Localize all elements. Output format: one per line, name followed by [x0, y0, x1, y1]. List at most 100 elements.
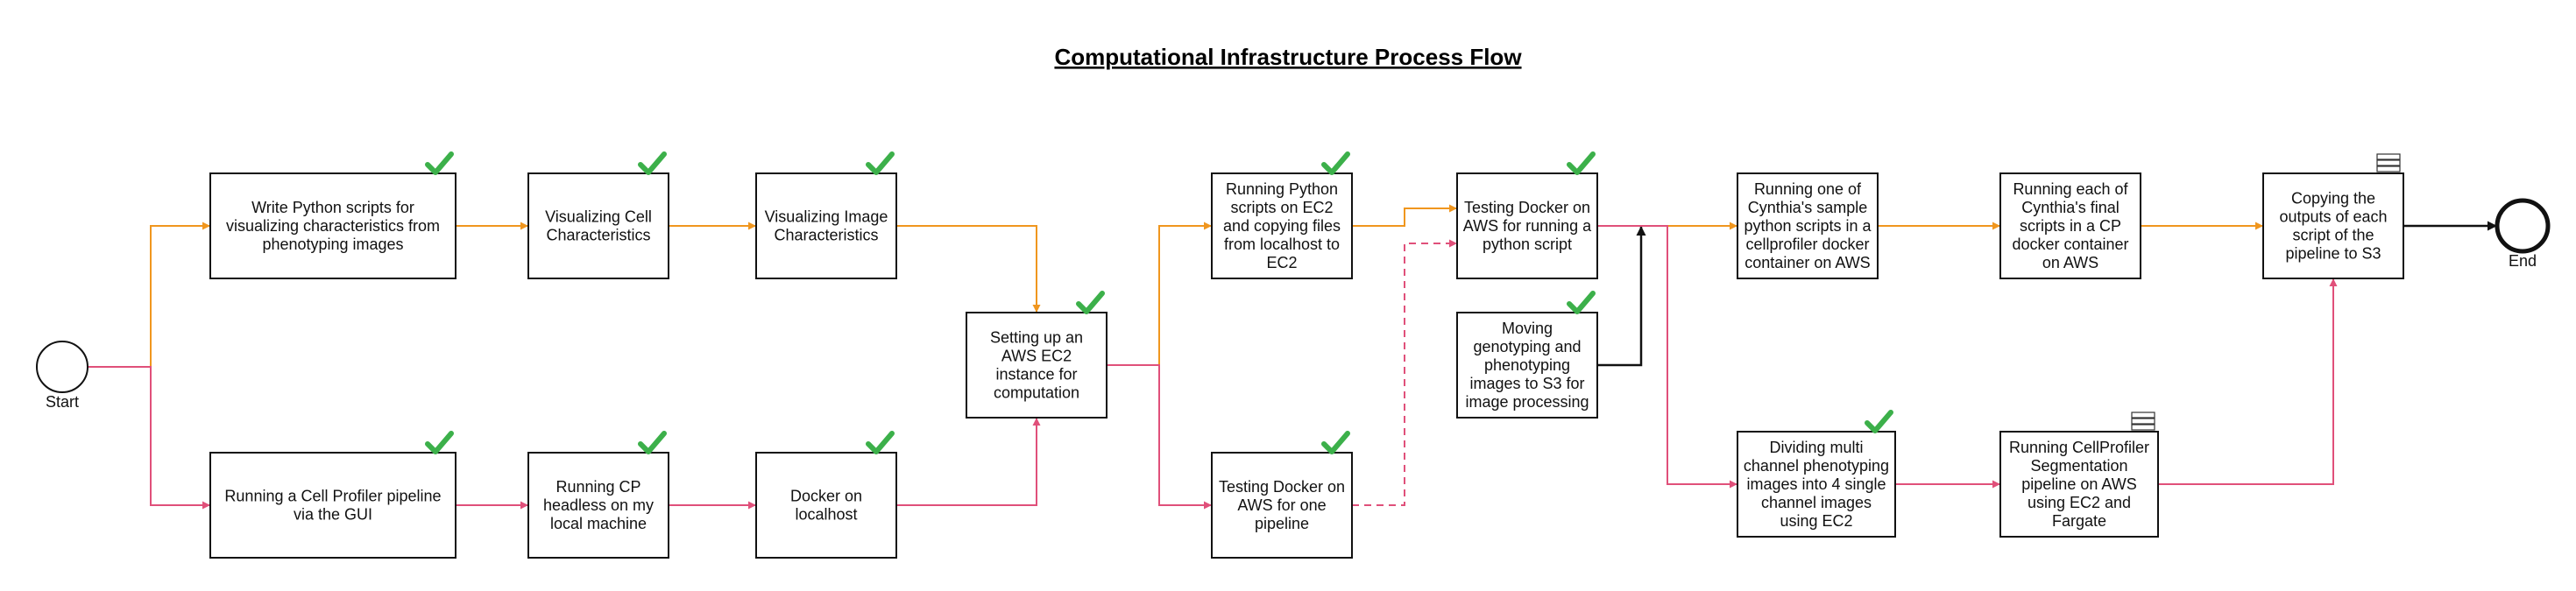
- end-circle: [2495, 198, 2551, 254]
- edge-aws-ec2-to-python-ec2: [1107, 222, 1212, 366]
- process-box-text-line: via the GUI: [294, 506, 372, 524]
- server-icon: [2131, 412, 2155, 431]
- process-box-border: [966, 312, 1108, 419]
- process-box-border: [1737, 172, 1879, 279]
- edge-cp-segmentation-to-copy-s3: [2158, 278, 2338, 485]
- edge-docker-local-to-aws-ec2: [896, 418, 1041, 506]
- process-box-text-line: EC2: [1266, 254, 1297, 271]
- process-box-text-line: Visualizing Image: [765, 208, 888, 226]
- process-box-text-line: Running a Cell Profiler pipeline: [224, 488, 441, 505]
- checkmark-icon: [866, 431, 895, 454]
- process-box-text-line: script of the: [2292, 227, 2374, 244]
- process-box-text-line: python scripts in a: [1744, 217, 1872, 235]
- process-box-text-line: channel images: [1761, 494, 1872, 511]
- process-box-border: [1999, 172, 2141, 279]
- process-box-text-line: Running one of: [1754, 180, 1862, 198]
- checkmark-icon: [1865, 410, 1893, 433]
- process-box-cp-segmentation: Running CellProfilerSegmentationpipeline…: [1999, 412, 2159, 538]
- process-box-text-line: Write Python scripts for: [251, 199, 414, 216]
- process-box-text-line: visualizing characteristics from: [226, 217, 440, 235]
- process-box-border: [527, 452, 669, 559]
- process-box-text-line: Characteristics: [546, 227, 650, 244]
- process-box-text-line: Cynthia's sample: [1748, 199, 1868, 216]
- checkmark-icon: [1321, 151, 1350, 175]
- process-box-text-line: and copying files: [1223, 217, 1341, 235]
- process-box-text-line: Characteristics: [774, 227, 878, 244]
- process-box-text-line: Copying the: [2291, 190, 2375, 208]
- process-box-text-line: Segmentation: [2030, 457, 2127, 475]
- process-box-border: [1211, 452, 1353, 559]
- process-box-border: [755, 172, 897, 279]
- process-box-text-line: docker container: [2012, 236, 2128, 253]
- process-box-border: [1211, 172, 1353, 279]
- process-box-text-line: scripts on EC2: [1230, 199, 1333, 216]
- process-box-text-line: pipeline to S3: [2285, 245, 2381, 263]
- process-box-text-line: using EC2: [1780, 512, 1852, 530]
- edge-docker-aws-python-to-divide-channels: [1597, 225, 1737, 489]
- end-terminal: End: [2495, 198, 2551, 270]
- checkmark-icon: [1076, 291, 1105, 314]
- process-box-text-line: images into 4 single: [1746, 475, 1886, 493]
- process-box-text-line: channel phenotyping: [1744, 457, 1889, 475]
- process-box-text-line: python script: [1483, 236, 1572, 253]
- process-box-text-line: Running Python: [1226, 180, 1338, 198]
- process-box-text-line: Testing Docker on: [1464, 199, 1590, 216]
- process-box-border: [209, 172, 456, 279]
- diagram-title: Computational Infrastructure Process Flo…: [1054, 44, 1522, 70]
- process-box-text-line: Setting up an: [990, 329, 1083, 347]
- edges-layer: [88, 204, 2497, 510]
- checkmark-icon: [1567, 291, 1596, 314]
- process-box-text-line: images to S3 for: [1469, 375, 1584, 392]
- process-box-text-line: headless on my: [543, 496, 654, 514]
- process-box-text-line: scripts in a CP: [2020, 217, 2121, 235]
- process-box-text-line: AWS for one: [1237, 496, 1326, 514]
- process-box-border: [1456, 172, 1598, 279]
- checkmark-icon: [866, 151, 895, 175]
- checkmark-icon: [425, 151, 454, 175]
- process-box-border: [1999, 431, 2159, 538]
- process-box-text-line: image processing: [1465, 393, 1589, 411]
- checkmark-icon: [1567, 151, 1596, 175]
- process-box-text-line: Docker on: [790, 488, 862, 505]
- process-box-border: [527, 172, 669, 279]
- process-box-text-line: local machine: [550, 515, 647, 532]
- start-label: Start: [46, 393, 79, 411]
- start-circle: [36, 341, 88, 393]
- edge-docker-aws-one-to-docker-aws-python: [1352, 239, 1457, 506]
- process-box-text-line: Fargate: [2052, 512, 2106, 530]
- process-box-text-line: Testing Docker on: [1219, 478, 1345, 496]
- edge-start-to-cp-gui: [88, 366, 210, 510]
- edge-python-ec2-to-docker-aws-python: [1352, 204, 1457, 227]
- process-box-text-line: pipeline: [1255, 515, 1309, 532]
- process-box-text-line: genotyping and: [1473, 338, 1581, 355]
- checkmark-icon: [638, 151, 667, 175]
- process-box-text-line: Moving: [1502, 320, 1553, 337]
- process-box-text-line: Dividing multi: [1769, 439, 1863, 456]
- process-box-border: [2262, 172, 2404, 279]
- process-box-border: [755, 452, 897, 559]
- process-box-text-line: outputs of each: [2279, 208, 2387, 226]
- process-box-text-line: Cynthia's final: [2021, 199, 2120, 216]
- edge-aws-ec2-to-docker-aws-one: [1107, 364, 1212, 510]
- process-box-text-line: from localhost to: [1224, 236, 1340, 253]
- end-label: End: [2509, 252, 2537, 270]
- process-box-text-line: AWS for running a: [1463, 217, 1592, 235]
- start-terminal: Start: [36, 341, 88, 411]
- process-box-text-line: using EC2 and: [2028, 494, 2131, 511]
- process-box-text-line: phenotyping images: [262, 236, 403, 253]
- process-box-text-line: localhost: [795, 506, 857, 524]
- process-box-text-line: phenotyping: [1484, 356, 1570, 374]
- process-box-text-line: Running each of: [2013, 180, 2128, 198]
